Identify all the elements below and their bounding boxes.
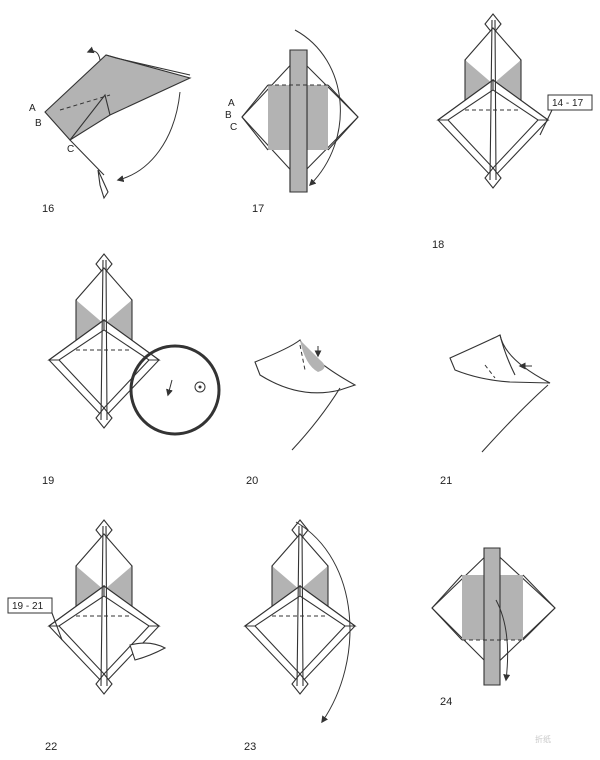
step-23-figure [244,519,356,695]
step-20-figure [254,339,357,451]
step-16-label-c: C [67,144,74,155]
view-eye-icon [194,381,206,393]
step-19-figure [48,253,160,429]
step-24-figure [431,547,556,686]
step-17-label-a: A [228,98,235,109]
step-16-number: 16 [42,203,54,215]
step-18-figure [437,13,549,189]
step-21-figure [449,334,551,453]
step-24-number: 24 [440,696,452,708]
step-21-number: 21 [440,475,452,487]
step-18-reference: 14 - 17 [552,98,584,109]
step-22-reference-box [7,597,53,614]
step-17-label-c: C [230,122,237,133]
step-17-number: 17 [252,203,264,215]
step-18-number: 18 [432,239,444,251]
step-17-figure [241,29,359,193]
watermark: 折纸 [535,734,551,744]
step-16-figure [44,46,192,200]
step-16-label-a: A [29,103,36,114]
step-18-reference-box [547,94,593,111]
step-17-label-b: B [225,110,232,121]
step-23-number: 23 [244,741,256,753]
step-19-detail-circle [129,344,221,436]
step-22-number: 22 [45,741,57,753]
step-22-figure [48,519,160,695]
step-16-label-b: B [35,118,42,129]
step-20-number: 20 [246,475,258,487]
step-19-number: 19 [42,475,54,487]
step-22-reference: 19 - 21 [12,601,44,612]
